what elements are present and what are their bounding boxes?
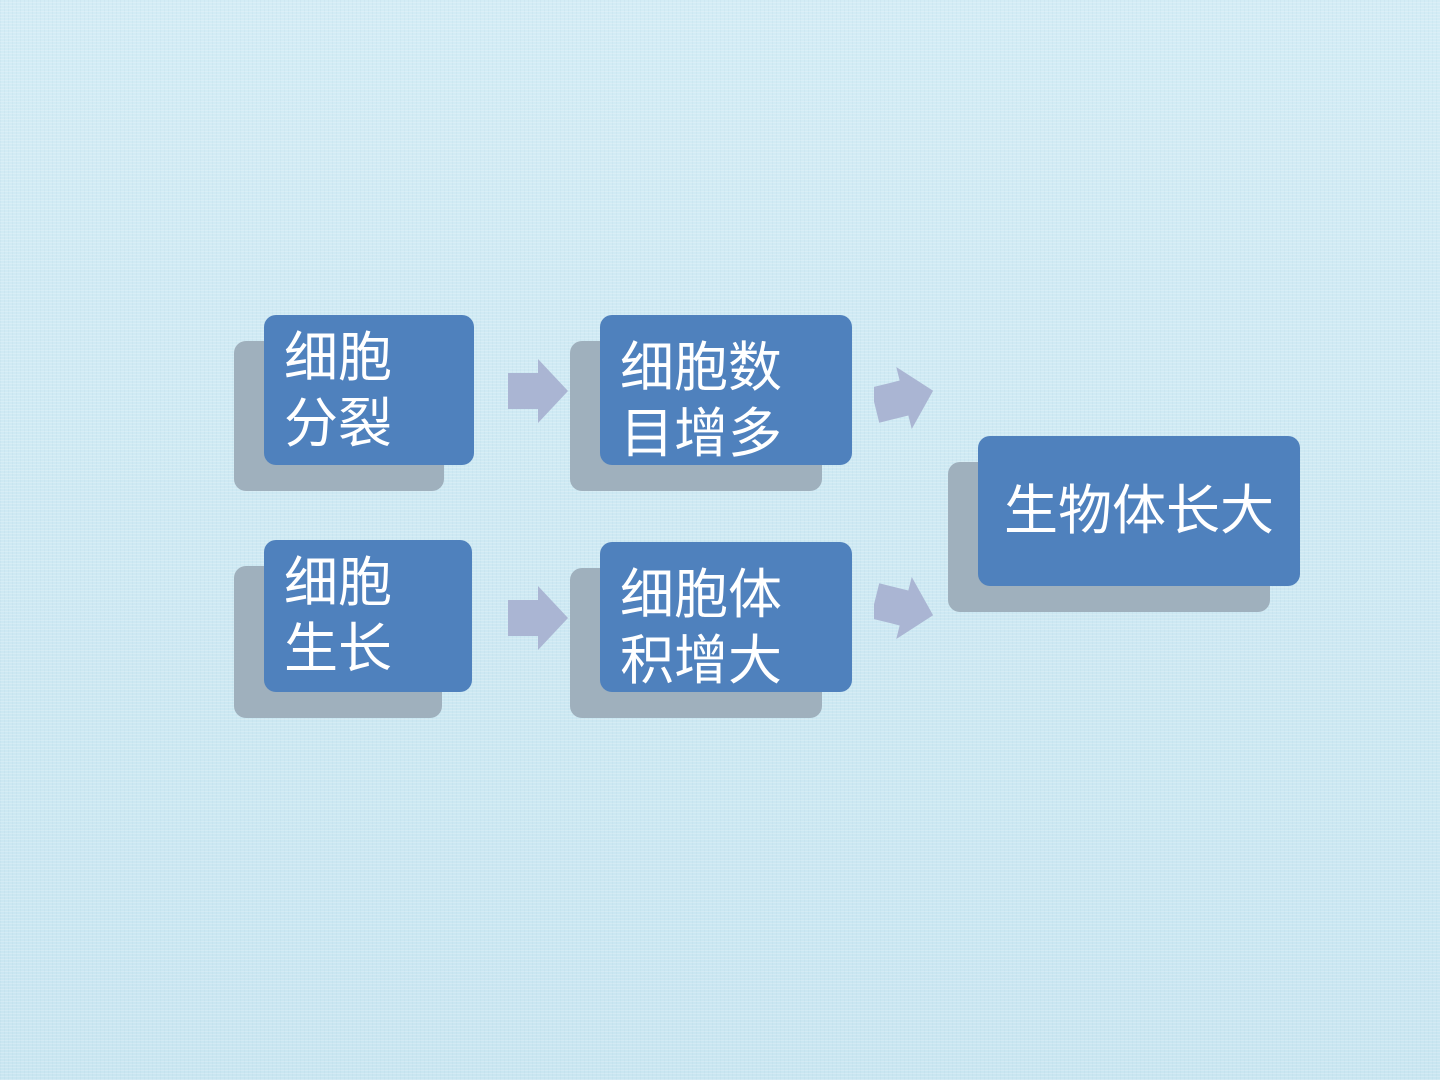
node-label: 细胞体 积增大	[620, 563, 782, 692]
node-cell-division: 细胞 分裂	[264, 315, 474, 465]
node-cell-number-increase: 细胞数 目增多	[600, 315, 852, 465]
node-cell-volume-increase: 细胞体 积增大	[600, 542, 852, 692]
node-label: 细胞 生长	[284, 551, 392, 680]
node-label: 细胞 分裂	[284, 326, 392, 455]
node-label: 细胞数 目增多	[620, 336, 782, 465]
node-cell-growth: 细胞 生长	[264, 540, 472, 692]
node-label: 生物体长大	[1004, 479, 1274, 542]
arrow-right-icon	[508, 586, 568, 650]
arrow-right-icon	[874, 576, 934, 640]
arrow-right-icon	[508, 359, 568, 423]
node-organism-grows: 生物体长大	[978, 436, 1300, 586]
arrow-right-icon	[874, 366, 934, 430]
